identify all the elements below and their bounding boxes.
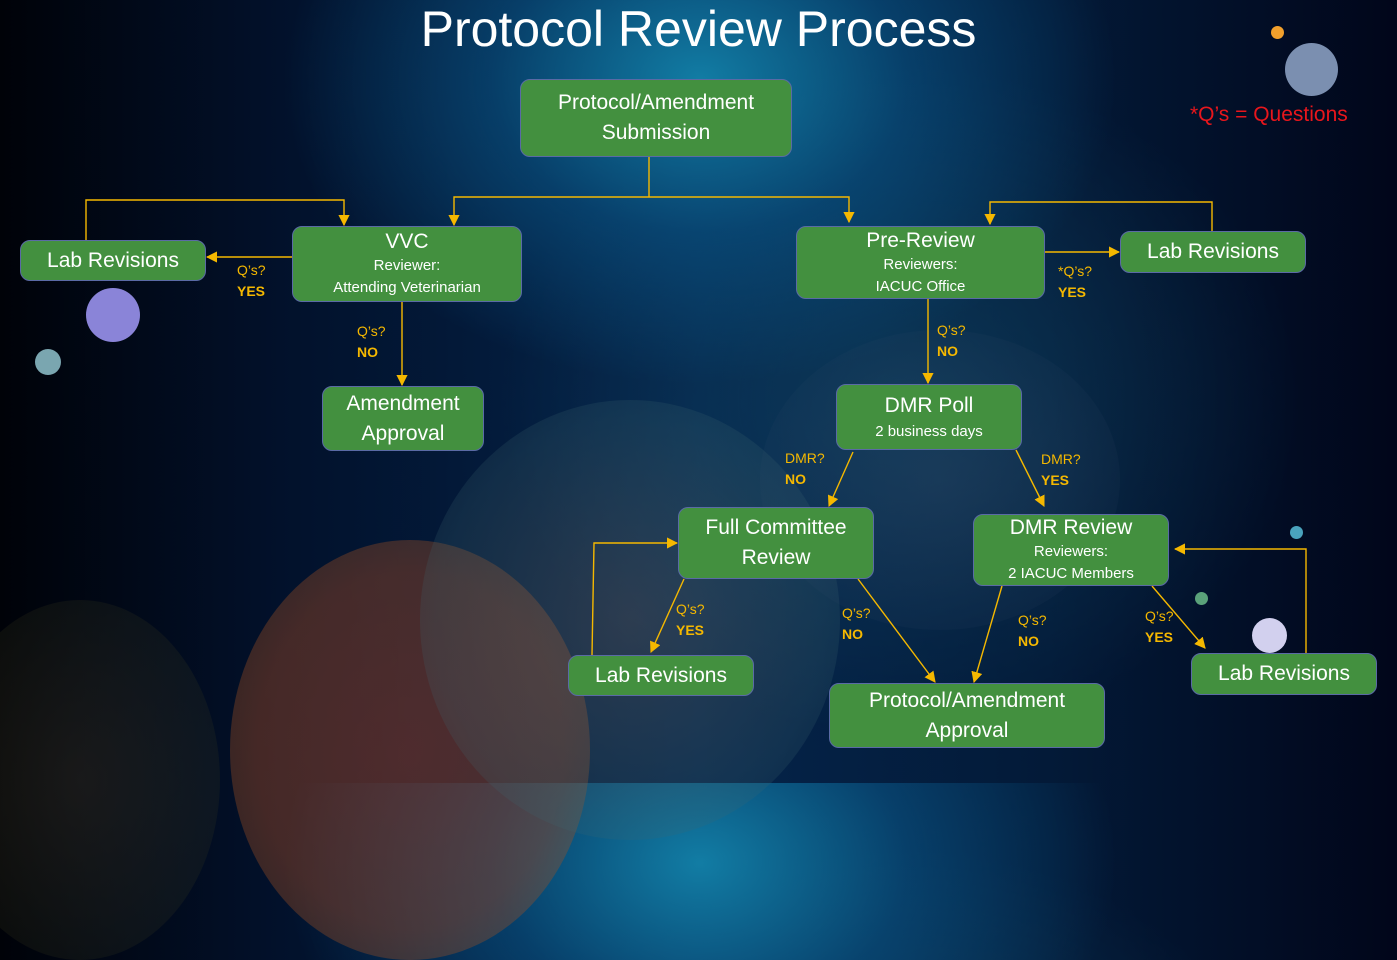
node-lab-revisions-fcr: Lab Revisions [568,655,754,696]
edge-label-dmr-yes-a: YES [1041,472,1070,488]
edge-label-vvc-no-a: NO [357,344,378,360]
edge-label-vvc-yes-q: Q’s? [237,262,266,278]
node-lab-revisions-dmr: Lab Revisions [1191,653,1377,695]
node-lab-revisions-right-top: Lab Revisions [1120,231,1306,273]
edge-full-committee-to-lab-fcr [650,578,685,654]
edge-label-vvc-yes-a: YES [237,283,266,299]
node-submission-line2: Submission [601,121,711,144]
decorative-dot-grayblue [35,349,61,375]
edge-label-dmrr-no-a: NO [1018,633,1039,649]
page-title: Protocol Review Process [420,1,977,57]
node-lab-revisions-left: Lab Revisions [20,240,206,281]
edge-label-dmrr-no-q: Q’s? [1018,612,1047,628]
node-amendment-approval-line1: Amendment [346,391,460,415]
edge-full-committee-to-final-approval [857,578,936,683]
node-final-approval-line1: Protocol/Amendment [868,688,1066,712]
edge-label-pre-yes: *Q’s? YES [1058,261,1092,303]
edge-label-pre-yes-q: *Q’s? [1058,263,1092,279]
edge-label-dmr-yes-q: DMR? [1041,451,1081,467]
node-lab-revisions-left-label: Lab Revisions [47,248,179,272]
decorative-dot-orange [1271,26,1284,39]
decorative-dot-pale [1252,618,1287,653]
edge-label-dmrr-yes-q: Q’s? [1145,608,1174,624]
edge-label-fcr-no: Q’s? NO [842,603,871,645]
decorative-dot-slate [1285,43,1338,96]
node-dmr-review-sub1: Reviewers: [1033,543,1109,560]
node-full-committee-line1: Full Committee [705,516,847,539]
edge-label-fcr-yes-a: YES [676,622,705,638]
node-dmr-review: DMR Review Reviewers: 2 IACUC Members [973,514,1169,586]
node-final-approval: Protocol/Amendment Approval [829,683,1105,748]
node-final-approval-line2: Approval [925,718,1009,742]
edge-label-dmrr-no: Q’s? NO [1018,610,1047,652]
node-prereview-title: Pre-Review [866,228,975,252]
edge-label-dmr-no-q: DMR? [785,450,825,466]
edge-label-dmrr-yes-a: YES [1145,629,1174,645]
node-amendment-approval: Amendment Approval [322,386,484,451]
edge-dmr-poll-to-full-committee [827,451,854,508]
edge-dmr-poll-to-dmr-review [1015,449,1045,508]
node-submission-line1: Protocol/Amendment [557,91,755,114]
node-full-committee-line2: Review [741,546,811,569]
edge-label-fcr-yes: Q’s? YES [676,599,705,641]
node-vvc: VVC Reviewer: Attending Veterinarian [292,226,522,302]
node-prereview-sub2: IACUC Office [875,277,966,295]
edge-lab-fcr-to-full-committee [591,537,679,656]
node-prereview: Pre-Review Reviewers: IACUC Office [796,226,1045,299]
edge-split-to-vvc [448,196,649,227]
node-vvc-sub2: Attending Veterinarian [333,279,481,296]
node-dmr-review-title: DMR Review [1009,516,1133,539]
node-dmr-review-sub2: 2 IACUC Members [1008,565,1134,582]
edge-label-pre-yes-a: YES [1058,284,1087,300]
legend-note: *Q’s = Questions [1190,103,1348,126]
node-prereview-sub1: Reviewers: [883,255,958,273]
edge-label-fcr-no-a: NO [842,626,863,642]
node-lab-revisions-dmr-label: Lab Revisions [1218,662,1350,685]
node-amendment-approval-line2: Approval [361,421,445,445]
edge-dmr-review-to-lab-dmr [1151,585,1206,649]
edge-label-dmr-no: DMR? NO [785,448,825,490]
edge-label-dmrr-yes: Q’s? YES [1145,606,1174,648]
node-submission: Protocol/Amendment Submission [520,79,792,157]
connector-lines [85,157,1307,684]
edge-split-to-prereview [649,196,855,224]
decorative-dot-cyan [1290,526,1303,539]
edge-lab-right-to-prereview [984,201,1213,231]
node-lab-revisions-fcr-label: Lab Revisions [595,663,727,687]
edge-lab-left-to-vvc [85,199,350,240]
edge-lab-dmr-to-dmr-review [1173,543,1307,653]
edge-label-fcr-no-q: Q’s? [842,605,871,621]
node-dmr-poll-title: DMR Poll [884,394,974,417]
node-dmr-poll: DMR Poll 2 business days [836,384,1022,450]
edge-label-dmr-no-a: NO [785,471,806,487]
edge-label-fcr-yes-q: Q’s? [676,601,705,617]
edge-label-dmr-yes: DMR? YES [1041,449,1081,491]
edge-label-pre-no-a: NO [937,343,958,359]
node-lab-revisions-right-top-label: Lab Revisions [1147,240,1279,263]
edge-label-pre-no: Q’s? NO [937,320,966,362]
edge-label-vvc-no-q: Q’s? [357,323,386,339]
node-vvc-sub1: Reviewer: [373,257,441,274]
edge-label-vvc-no: Q’s? NO [357,321,386,363]
edge-label-pre-no-q: Q’s? [937,322,966,338]
decorative-dot-lavender [86,288,140,342]
edge-label-vvc-yes: Q’s? YES [237,260,266,302]
node-vvc-title: VVC [385,230,429,253]
edge-dmr-review-to-final-approval [971,585,1003,684]
node-dmr-poll-sub1: 2 business days [875,423,983,440]
decorative-dot-green [1195,592,1208,605]
node-full-committee-review: Full Committee Review [678,507,874,579]
